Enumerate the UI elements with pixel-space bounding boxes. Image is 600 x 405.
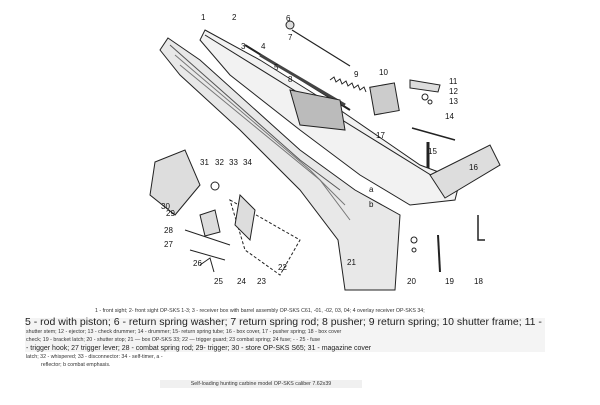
callout-3: 3: [241, 42, 246, 51]
callout-10: 10: [379, 68, 388, 77]
callout-9: 9: [354, 70, 359, 79]
caption-line-7: reflector; b combat emphasis.: [41, 362, 111, 368]
callout-25: 25: [214, 277, 223, 286]
callout-2: 2: [232, 13, 237, 22]
callout-7: 7: [288, 33, 293, 42]
callout-32: 32: [215, 158, 224, 167]
callout-12: 12: [449, 87, 458, 96]
caption-line-1: 1 - front sight; 2- front sight OP-SKS 1…: [95, 308, 425, 314]
callout-30: 30: [161, 202, 170, 211]
caption-line-6: latch; 32 - whispered; 33 - disconnector…: [26, 354, 163, 360]
magazine: [149, 149, 201, 216]
callout-29: 29: [166, 209, 175, 218]
callout-24: 24: [237, 277, 246, 286]
callout-26: 26: [193, 259, 202, 268]
callout-17: 17: [376, 131, 385, 140]
callout-16: 16: [469, 163, 478, 172]
callout-28: 28: [164, 226, 173, 235]
return-spring: [329, 76, 367, 93]
stock: [159, 37, 401, 291]
callout-11: 11: [449, 77, 458, 86]
pusher: [289, 89, 346, 131]
drummer: [411, 127, 456, 141]
callout-1: 1: [201, 13, 206, 22]
callout-13: 13: [449, 97, 458, 106]
diagram-title: Self-loading hunting carbine model OP-SK…: [160, 380, 362, 388]
callout-27: 27: [164, 240, 173, 249]
callout-6: 6: [286, 14, 291, 23]
trigger-guard: [229, 198, 301, 276]
caption-line-5: - trigger hook; 27 trigger lever; 28 - c…: [26, 345, 372, 352]
callout-14: 14: [445, 112, 454, 121]
callout-4: 4: [261, 42, 266, 51]
callout-18: 18: [474, 277, 483, 286]
callout-21: 21: [347, 258, 356, 267]
callout-b: b: [369, 200, 374, 209]
callout-20: 20: [407, 277, 416, 286]
callout-23: 23: [257, 277, 266, 286]
callout-8: 8: [288, 75, 293, 84]
shutter-frame: [369, 82, 400, 116]
caption-line-3: shutter stem; 12 - ejector; 13 - check d…: [26, 329, 342, 335]
callout-33: 33: [229, 158, 238, 167]
return-spring-rod: [291, 29, 351, 67]
callout-31: 31: [200, 158, 209, 167]
box-cover: [429, 144, 501, 199]
caption-line-2: 5 - rod with piston; 6 - return spring w…: [25, 316, 542, 328]
callout-a: a: [369, 185, 374, 194]
callout-5: 5: [274, 63, 279, 72]
callout-19: 19: [445, 277, 454, 286]
callout-22: 22: [278, 263, 287, 272]
callout-34: 34: [243, 158, 252, 167]
caption-line-4: check; 19 - bracket latch; 20 - shutter …: [26, 337, 321, 343]
callout-15: 15: [428, 147, 437, 156]
